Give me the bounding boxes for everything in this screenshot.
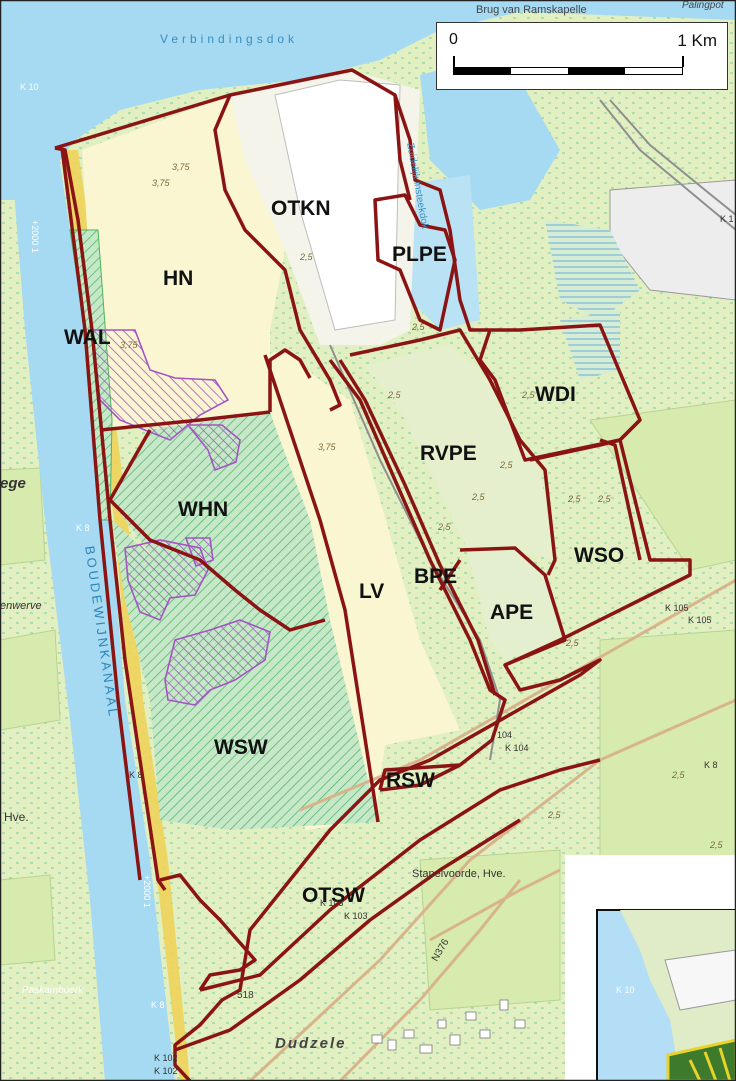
marker-k102-b: K 102 bbox=[154, 1066, 178, 1076]
boudewijnkanaal-water bbox=[10, 140, 175, 1081]
sand-ape bbox=[468, 550, 565, 660]
contour-25-h: 2,5 bbox=[568, 494, 581, 504]
insteekdok-water bbox=[420, 60, 560, 210]
inset-port bbox=[664, 949, 736, 1011]
contour-375-c: 3,75 bbox=[120, 340, 138, 350]
marker-k104-a: 104 bbox=[497, 730, 513, 740]
marker-k1-edge: K 1 bbox=[720, 214, 734, 224]
place-palingpot: Palingpot bbox=[682, 0, 724, 11]
zone-label-hn[interactable]: HN bbox=[163, 267, 194, 290]
zone-label-wdi[interactable]: WDI bbox=[535, 383, 576, 406]
zone-label-plpe[interactable]: PLPE bbox=[392, 243, 447, 266]
contour-25-m: 2,5 bbox=[710, 840, 723, 850]
marker-k10-left: K 10 bbox=[20, 82, 39, 92]
marker-k104-b: K 104 bbox=[505, 743, 529, 753]
marker-k8-right: K 8 bbox=[704, 760, 718, 770]
contour-25-j: 2,5 bbox=[566, 638, 579, 648]
marker-k8-left: K 8 bbox=[76, 523, 90, 533]
zone-label-ape[interactable]: APE bbox=[490, 601, 534, 624]
zone-label-wso[interactable]: WSO bbox=[574, 544, 625, 567]
marker-k105-a: K 105 bbox=[665, 603, 689, 613]
contour-25-l: 2,5 bbox=[672, 770, 685, 780]
place-hve: Hve. bbox=[4, 810, 29, 824]
scale-bar: 0 1 Km bbox=[436, 22, 728, 90]
scale-tick-end bbox=[682, 56, 684, 67]
marker-k10-inset: K 10 bbox=[616, 985, 635, 995]
port-terrain-white bbox=[274, 79, 401, 331]
contour-25-k: 2,5 bbox=[548, 810, 561, 820]
contour-25-b: 2,5 bbox=[412, 322, 425, 332]
inset-zones bbox=[666, 1038, 736, 1081]
railway bbox=[329, 99, 736, 761]
verbindingsdok-water bbox=[0, 0, 736, 200]
zone-boundaries bbox=[54, 68, 692, 1081]
zone-label-wal[interactable]: WAL bbox=[64, 326, 111, 349]
place-stapelvoorde: Stapelvoorde, Hve. bbox=[412, 868, 506, 880]
contour-25-d: 2,5 bbox=[522, 390, 535, 400]
place-enwerve: enwerve bbox=[0, 600, 42, 612]
scale-tick-start bbox=[453, 56, 455, 67]
contour-25-f: 2,5 bbox=[472, 492, 485, 502]
canal-km-b: +2000 1 bbox=[142, 875, 152, 908]
wetland bbox=[545, 220, 640, 320]
purple-hatch-zones bbox=[91, 329, 271, 706]
contour-25-g: 2,5 bbox=[438, 522, 451, 532]
road-518: 518 bbox=[237, 990, 254, 1001]
zone-label-otsw[interactable]: OTSW bbox=[302, 884, 365, 907]
marker-k8-bottom: K 8 bbox=[151, 1000, 165, 1010]
contour-375-a: 3,75 bbox=[172, 162, 190, 172]
marker-k105-b: K 105 bbox=[688, 615, 712, 625]
zone-label-rvpe[interactable]: RVPE bbox=[420, 442, 477, 465]
canal-bank bbox=[62, 150, 190, 1081]
scale-label-zero: 0 bbox=[449, 31, 458, 48]
whn-zone-hatch[interactable] bbox=[110, 412, 330, 620]
place-ege: ege bbox=[0, 475, 26, 492]
place-brug: Brug van Ramskapelle bbox=[476, 4, 587, 16]
zone-label-lv[interactable]: LV bbox=[359, 580, 385, 603]
zone-label-whn[interactable]: WHN bbox=[178, 498, 229, 521]
zone-label-bpe[interactable]: BPE bbox=[414, 565, 458, 588]
marker-k8-canal: K 8 bbox=[129, 770, 143, 780]
zone-label-wsw[interactable]: WSW bbox=[214, 736, 268, 759]
contour-25-a: 2,5 bbox=[300, 252, 313, 262]
place-verbindingsdok: Verbindingsdok bbox=[160, 32, 299, 46]
zone-label-otkn[interactable]: OTKN bbox=[271, 197, 331, 220]
marker-k103-b: K 103 bbox=[344, 911, 368, 921]
dock-left bbox=[0, 0, 30, 95]
contour-25-c: 2,5 bbox=[388, 390, 401, 400]
scale-bar-segments bbox=[453, 67, 683, 75]
zone-label-rsw[interactable]: RSW bbox=[386, 769, 435, 792]
contour-25-i: 2,5 bbox=[598, 494, 611, 504]
marker-k103-a: K 103 bbox=[320, 898, 344, 908]
contour-375-d: 3,75 bbox=[318, 442, 336, 452]
contour-375-b: 3,75 bbox=[152, 178, 170, 188]
marker-k102-a: K 102 bbox=[154, 1053, 178, 1063]
scale-label-km: 1 Km bbox=[677, 31, 717, 50]
field-parcels bbox=[0, 399, 736, 1011]
dudzele-village bbox=[371, 999, 526, 1054]
sand-rvpe bbox=[365, 345, 555, 560]
canal-km-a: +2000 1 bbox=[30, 220, 40, 253]
contour-25-e: 2,5 bbox=[500, 460, 513, 470]
place-paskamboerk: Paskamboerk bbox=[22, 985, 84, 996]
place-dudzele: Dudzele bbox=[275, 1035, 347, 1052]
